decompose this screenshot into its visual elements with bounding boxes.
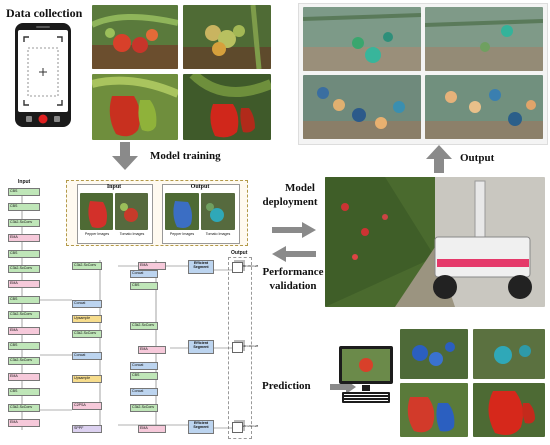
tomato-photo-2: [183, 5, 271, 69]
inset-output-caption-tomato: Tomato Images: [205, 232, 231, 236]
network-output-label: Output: [231, 250, 248, 256]
performance-validation-label-1: Performance: [262, 266, 324, 278]
pepper-photo-2: [183, 74, 271, 140]
inset-output-pepper: [165, 193, 199, 230]
left-block-0: CBS: [8, 188, 40, 196]
right-block-3: C3k2-ScConv: [130, 322, 158, 330]
prediction-photo-4: [473, 383, 545, 437]
right-block-2: CBS: [130, 282, 158, 290]
data-collection-title: Data collection: [6, 6, 83, 20]
right-block-7: Concat: [130, 388, 158, 396]
efficient-segment-head-0: Efficient Segment: [188, 260, 214, 274]
left-block-1: CBS: [8, 203, 40, 212]
tomato-photo-1: [92, 5, 178, 69]
efficient-segment-head-1: Efficient Segment: [188, 340, 214, 354]
inset-output-caption-pepper: Pepper Images: [169, 232, 195, 236]
mid-block-6: C2PSA: [72, 402, 102, 410]
inset-caption-pepper: Pepper Images: [84, 232, 110, 236]
left-block-13: CBS: [8, 388, 40, 397]
left-arrow-icon: [272, 246, 316, 262]
inset-output-tomato: [201, 193, 235, 230]
model-deployment-label-2: deployment: [262, 196, 318, 208]
output-photo-3: [303, 75, 421, 139]
smartphone-icon: [15, 23, 71, 127]
right-block-6: CBS: [130, 372, 158, 380]
efficient-segment-head-2: Efficient Segment: [188, 420, 214, 434]
prediction-label: Prediction: [262, 380, 311, 392]
model-training-label: Model training: [150, 150, 221, 162]
output-photo-4: [425, 75, 543, 139]
left-block-5: C3k2-ScConv: [8, 265, 40, 273]
left-block-14: C3k2-ScConv: [8, 403, 40, 412]
down-arrow-icon: [112, 142, 138, 170]
inset-output-title: Output: [190, 184, 210, 190]
output-label: Output: [460, 152, 495, 164]
right-block-4: EMA: [138, 346, 166, 354]
mid-block-4: Concat: [72, 352, 102, 360]
left-block-3: EMA: [8, 234, 40, 243]
mid-block-2: Upsample: [72, 315, 102, 323]
performance-validation-label-2: validation: [269, 280, 317, 292]
model-deployment-label-1: Model: [285, 182, 315, 194]
right-block-5: Concat: [130, 362, 158, 370]
network-input-label: Input: [18, 179, 31, 185]
mid-block-7: SPPF: [72, 425, 102, 433]
right-block-0: EMA: [138, 262, 166, 270]
left-block-8: C3k2-ScConv: [8, 311, 40, 320]
inset-caption-tomato: Tomato Images: [119, 232, 145, 236]
right-block-1: Concat: [130, 270, 158, 278]
inset-input-tomato: [115, 193, 148, 230]
prediction-photo-2: [473, 329, 545, 379]
output-feature-cube-2: [232, 422, 243, 433]
output-photo-1: [303, 7, 421, 71]
inset-input-pepper: [80, 193, 113, 230]
output-size-label-1: 40×40×128: [243, 344, 259, 348]
output-feature-cube-1: [232, 342, 243, 353]
robot-photo: [325, 177, 545, 307]
output-photo-2: [425, 7, 543, 71]
left-block-12: EMA: [8, 372, 40, 381]
right-block-9: EMA: [138, 425, 166, 433]
mid-block-3: C3k2-ScConv: [72, 330, 102, 338]
left-block-2: C3k2-ScConv: [8, 218, 40, 227]
inset-input-title: Input: [106, 184, 122, 190]
pepper-photo-1: [92, 74, 178, 140]
right-block-8: C3k2-ScConv: [130, 404, 158, 412]
mid-block-0: C3k2-ScConv: [72, 262, 102, 270]
left-block-15: EMA: [8, 419, 40, 427]
left-block-4: CBS: [8, 249, 40, 258]
left-block-6: EMA: [8, 280, 40, 289]
right-arrow-icon: [272, 222, 316, 238]
output-feature-cube-0: [232, 262, 243, 273]
left-block-11: C3k2-ScConv: [8, 357, 40, 366]
left-block-10: CBS: [8, 342, 40, 350]
left-block-7: CBS: [8, 295, 40, 304]
left-block-9: EMA: [8, 326, 40, 335]
prediction-photo-3: [400, 383, 468, 437]
output-size-label-2: 20×20×128: [243, 424, 259, 428]
output-size-label-0: 80×80×128: [243, 264, 259, 268]
prediction-photo-1: [400, 329, 468, 379]
mid-block-1: Concat: [72, 300, 102, 308]
mid-block-5: Upsample: [72, 375, 102, 383]
up-arrow-icon: [426, 145, 452, 173]
monitor-icon: [339, 346, 393, 403]
